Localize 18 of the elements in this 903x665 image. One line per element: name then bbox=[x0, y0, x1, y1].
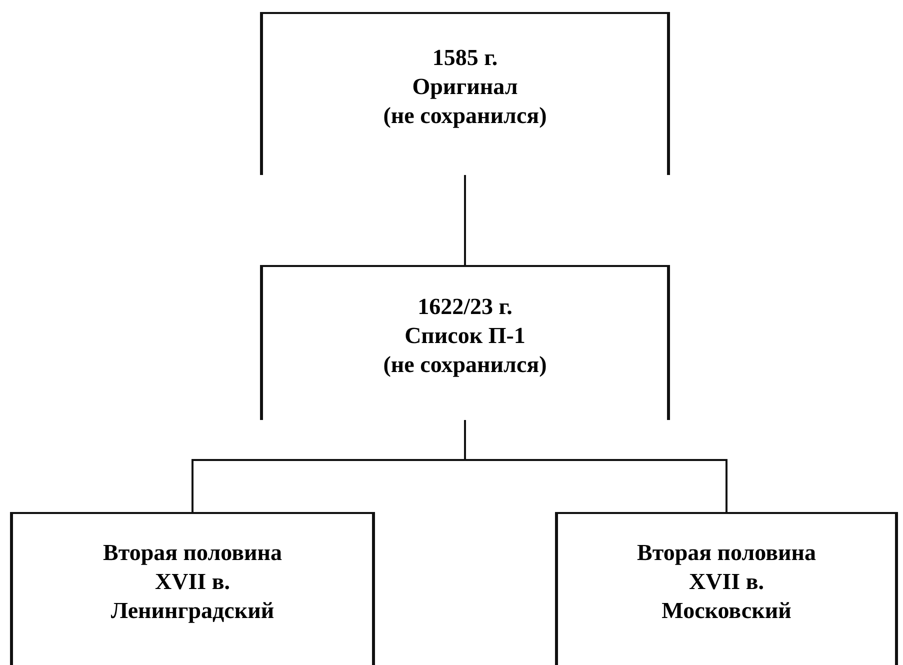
record-box bbox=[260, 12, 670, 175]
box-text: XVII в. bbox=[688, 568, 764, 596]
record-box bbox=[555, 512, 898, 665]
box-text: Ленинградский bbox=[110, 597, 274, 625]
box-text: XVII в. bbox=[154, 568, 230, 596]
box-text: Московский bbox=[662, 597, 792, 625]
box-text: (не сохранился) bbox=[383, 102, 547, 130]
box-text: Вторая половина bbox=[102, 539, 282, 567]
record-box bbox=[260, 265, 670, 420]
record-box bbox=[10, 512, 375, 665]
box-text: Вторая половина bbox=[636, 539, 816, 567]
box-text: 1622/23 г. bbox=[418, 293, 512, 321]
connector-line bbox=[464, 420, 728, 512]
box-text: 1585 г. bbox=[432, 44, 498, 72]
box-text: Список П-1 bbox=[404, 322, 526, 350]
box-text: Оригинал bbox=[412, 73, 518, 101]
box-text: (не сохранился) bbox=[383, 351, 547, 379]
connector-line bbox=[464, 175, 466, 265]
